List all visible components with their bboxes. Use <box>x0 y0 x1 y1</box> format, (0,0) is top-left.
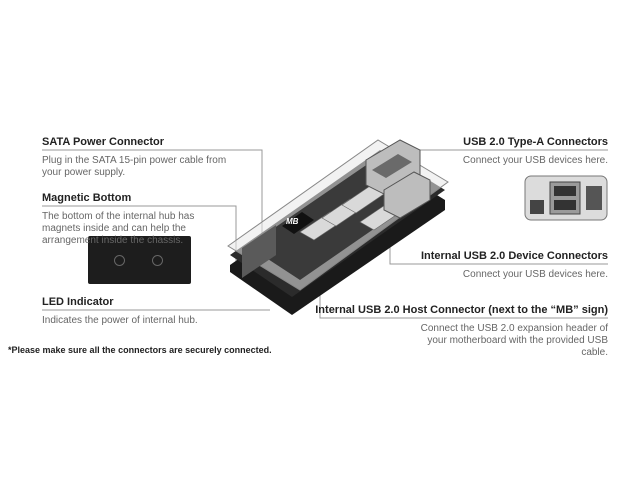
sata-title: SATA Power Connector <box>42 136 165 148</box>
led-desc: Indicates the power of internal hub. <box>42 315 198 326</box>
magnet-dot-right <box>152 255 163 266</box>
host-title: Internal USB 2.0 Host Connector (next to… <box>315 304 608 316</box>
sata-desc: Plug in the SATA 15-pin power cable from… <box>42 155 227 178</box>
magnetic-title: Magnetic Bottom <box>42 192 132 204</box>
hub-body <box>227 139 449 315</box>
usb-a-desc: Connect your USB devices here. <box>462 155 608 166</box>
usb-inset <box>524 175 608 221</box>
mb-sign-label: MB <box>286 217 299 226</box>
internal-device-title: Internal USB 2.0 Device Connectors <box>420 250 608 262</box>
leader-sata <box>42 149 263 250</box>
leader-internal-device <box>389 240 608 265</box>
magnetic-desc: The bottom of the internal hub has magne… <box>42 211 195 246</box>
footnote: *Please make sure all the connectors are… <box>8 345 272 355</box>
leader-lines <box>42 149 608 319</box>
led-title: LED Indicator <box>42 296 114 308</box>
magnet-dot-left <box>114 255 125 266</box>
usb-a-title: USB 2.0 Type-A Connectors <box>463 136 608 148</box>
magnetic-bottom-image <box>88 236 191 284</box>
host-desc: Connect the USB 2.0 expansion header of … <box>420 323 608 358</box>
internal-device-desc: Connect your USB devices here. <box>462 269 608 280</box>
